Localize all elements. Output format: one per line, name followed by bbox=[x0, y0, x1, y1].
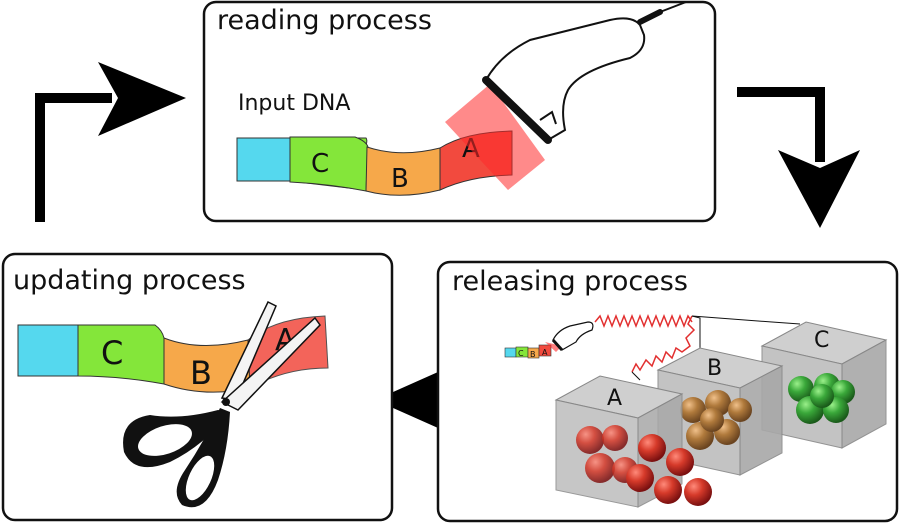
segment-c-label: C bbox=[311, 149, 329, 179]
updated-segment-b-label: B bbox=[190, 354, 212, 392]
updated-segment-c-label: C bbox=[101, 334, 123, 372]
input-dna-label: Input DNA bbox=[238, 91, 350, 116]
cube-c-label: C bbox=[814, 328, 829, 353]
input-dna-strand: C B A bbox=[236, 130, 513, 196]
mini-dna-strand: C B A bbox=[504, 342, 562, 359]
reading-process-box: reading process Input DNA C B A bbox=[202, 0, 717, 223]
mini-segment-b-label: B bbox=[530, 350, 536, 359]
segment-b-label: B bbox=[391, 164, 409, 194]
barcode-scanner-icon bbox=[482, 1, 687, 144]
cube-a-label: A bbox=[607, 386, 622, 411]
releasing-process-box: releasing process C B A bbox=[436, 260, 899, 523]
arrow-to-releasing bbox=[737, 87, 860, 228]
signal-lines bbox=[594, 313, 801, 381]
updating-process-box: updating process C B A bbox=[1, 252, 394, 522]
mini-segment-c-label: C bbox=[518, 349, 524, 358]
cube-b-label: B bbox=[707, 356, 722, 381]
mini-segment-a-label: A bbox=[542, 348, 548, 357]
arrow-to-reading bbox=[35, 62, 186, 222]
updating-process-title: updating process bbox=[13, 265, 246, 296]
reading-process-title: reading process bbox=[217, 5, 432, 36]
scissors-icon bbox=[123, 300, 321, 508]
released-a-molecules bbox=[626, 434, 712, 506]
mini-scanner-icon bbox=[551, 321, 594, 352]
scanner-beam bbox=[445, 84, 545, 190]
releasing-process-title: releasing process bbox=[452, 266, 688, 297]
